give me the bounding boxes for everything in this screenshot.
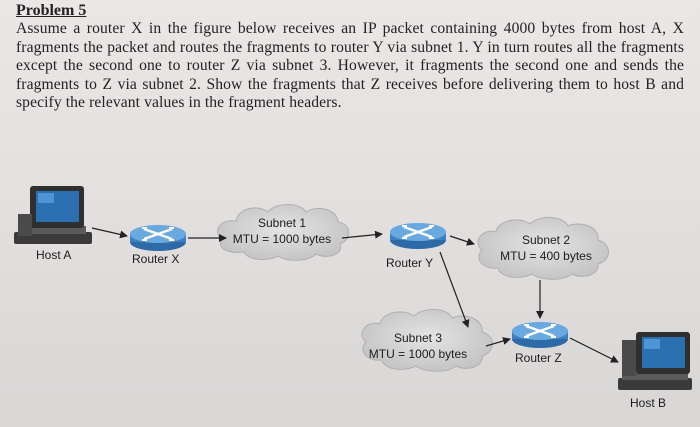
subnet1-text: Subnet 1 MTU = 1000 bytes	[226, 215, 338, 247]
subnet1-cloud	[217, 204, 350, 261]
router-y-label: Router Y	[386, 256, 434, 270]
host-a-label: Host A	[36, 248, 72, 262]
router-z-label: Router Z	[515, 351, 562, 365]
subnet3-text: Subnet 3 MTU = 1000 bytes	[362, 330, 474, 362]
subnet3-name: Subnet 3	[393, 331, 443, 345]
host-b-computer-icon	[618, 332, 692, 390]
link-routery-subnet3	[439, 251, 470, 328]
subnet1-mtu: MTU = 1000 bytes	[232, 232, 332, 246]
link-hosta-routerx	[91, 227, 128, 239]
subnet2-mtu: MTU = 400 bytes	[500, 249, 592, 263]
link-subnet3-routerz	[485, 337, 511, 347]
link-routery-subnet2	[449, 235, 475, 246]
subnet2-name: Subnet 2	[521, 233, 571, 247]
problem-text: Assume a router X in the figure below re…	[16, 20, 684, 111]
router-x-icon	[130, 225, 186, 251]
host-b-label: Host B	[630, 396, 667, 410]
router-y-icon	[390, 223, 446, 249]
subnet2-text: Subnet 2 MTU = 400 bytes	[490, 232, 602, 264]
router-z-icon	[512, 322, 568, 348]
problem-title: Problem 5	[16, 2, 87, 19]
router-x-label: Router X	[132, 252, 180, 266]
link-routerz-hostb	[569, 337, 619, 363]
problem-block: Problem 5 Assume a router X in the figur…	[16, 2, 684, 113]
subnet1-name: Subnet 1	[257, 216, 307, 230]
host-a-computer-icon	[14, 186, 92, 244]
link-subnet1-routery	[341, 230, 383, 239]
subnet2-cloud	[477, 217, 609, 280]
subnet3-mtu: MTU = 1000 bytes	[368, 347, 468, 361]
